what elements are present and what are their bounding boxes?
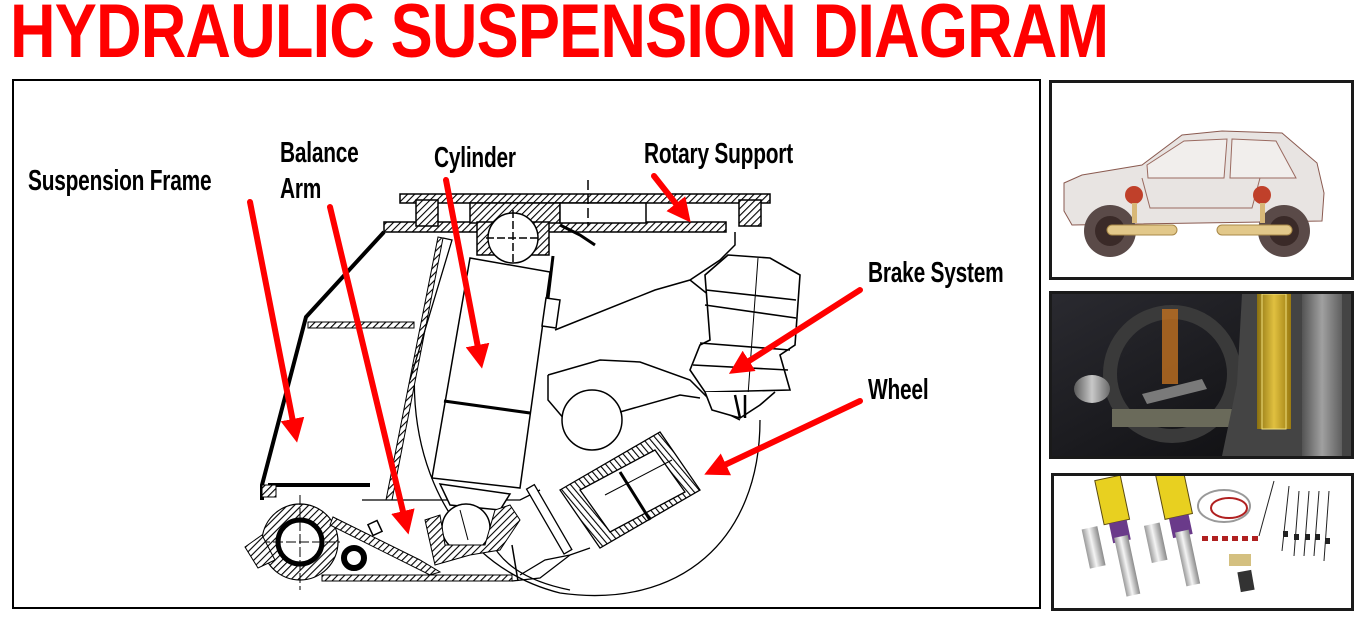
- arrow-balance-arm: [327, 204, 415, 535]
- hydraulic-actuator: [519, 431, 701, 576]
- arrow-suspension-frame: [247, 199, 305, 443]
- label-wheel: Wheel: [868, 374, 929, 406]
- linkage-body: [547, 232, 741, 451]
- label-arrows: [247, 173, 863, 535]
- label-rotary-support: Rotary Support: [644, 138, 793, 170]
- arrow-cylinder: [443, 177, 490, 369]
- rotary-support-part: [383, 180, 771, 266]
- label-suspension-frame: Suspension Frame: [28, 165, 212, 197]
- label-brake-system: Brake System: [868, 257, 1004, 289]
- suspension-diagram: [244, 173, 863, 597]
- diagram-frame: [12, 79, 1041, 609]
- arrow-brake-system: [728, 287, 863, 374]
- thumbnail-car-illustration: [1049, 80, 1354, 280]
- thumbnail-strut-render: [1049, 291, 1354, 459]
- brake-system-part: [689, 254, 801, 419]
- label-cylinder: Cylinder: [434, 142, 516, 174]
- pivot-assembly: [244, 495, 571, 590]
- label-balance-arm-line1: Balance: [280, 137, 359, 169]
- arrow-rotary-support: [651, 173, 691, 223]
- thumbnail-coilover-kit: [1051, 473, 1354, 611]
- page-title: HYDRAULIC SUSPENSION DIAGRAM: [10, 0, 1109, 74]
- cylinder-part: [424, 255, 561, 566]
- arrow-wheel: [704, 398, 863, 476]
- label-balance-arm-line2: Arm: [280, 173, 322, 205]
